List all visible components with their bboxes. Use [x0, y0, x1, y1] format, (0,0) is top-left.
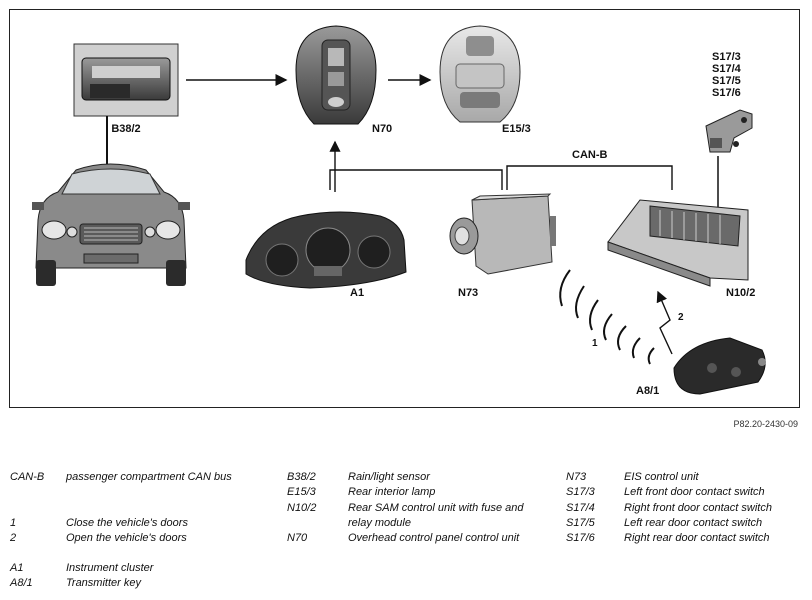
label-s17-6: S17/6 [712, 87, 741, 99]
legend-code: 2 [10, 532, 17, 544]
legend-desc: Right rear door contact switch [624, 532, 770, 544]
legend-code: S17/4 [566, 502, 595, 514]
label-s17-4: S17/4 [712, 63, 742, 75]
signal-waves [559, 269, 655, 365]
legend-desc: Open the vehicle's doors [66, 532, 187, 544]
legend-code: N73 [566, 471, 587, 483]
transmitter-key-image [673, 337, 766, 395]
legend-desc: Close the vehicle's doors [66, 517, 188, 529]
rear-interior-lamp-image [439, 25, 521, 123]
label-signal-1: 1 [592, 338, 598, 349]
rain-light-sensor-image [73, 43, 179, 117]
legend-code: CAN-B [10, 471, 45, 483]
label-can-b: CAN-B [572, 149, 607, 161]
legend-desc: Instrument cluster [66, 562, 154, 574]
rear-sam-control-unit-image [607, 199, 749, 287]
label-n73: N73 [458, 287, 478, 299]
overhead-control-panel-image [295, 25, 377, 125]
door-contact-switch-image [705, 109, 753, 153]
legend-desc: Overhead control panel control unit [348, 532, 520, 544]
eis-control-unit-image [449, 193, 556, 275]
instrument-cluster-image [245, 211, 407, 289]
legend-desc: Rain/light sensor [348, 471, 430, 483]
component-diagram: B38/2 N70 E15/3 S17/3 S17/ [32, 25, 766, 397]
legend-desc: passenger compartment CAN bus [66, 471, 232, 483]
legend-code: N10/2 [287, 502, 317, 514]
label-a8-1: A8/1 [636, 385, 659, 397]
legend-desc: Right front door contact switch [624, 502, 772, 514]
legend-code: S17/6 [566, 532, 595, 544]
legend-code: B38/2 [287, 471, 316, 483]
legend-code: A1 [10, 562, 24, 574]
label-n70: N70 [372, 123, 392, 135]
legend-desc: EIS control unit [624, 471, 699, 483]
legend-desc: Transmitter key [66, 577, 141, 589]
legend-code: N70 [287, 532, 308, 544]
legend-desc: Left front door contact switch [624, 486, 765, 498]
vehicle-image [32, 163, 190, 286]
legend-code: E15/3 [287, 486, 316, 498]
legend-code: S17/3 [566, 486, 595, 498]
legend: CAN-B passenger compartment CAN bus 1 Cl… [0, 470, 812, 600]
label-s17-3: S17/3 [712, 51, 741, 63]
legend-code: S17/5 [566, 517, 595, 529]
signal-2-line [656, 290, 673, 355]
diagram-frame: B38/2 N70 E15/3 S17/3 S17/ [9, 9, 800, 408]
label-e15-3: E15/3 [502, 123, 531, 135]
legend-desc: Left rear door contact switch [624, 517, 763, 529]
label-b38-2: B38/2 [111, 123, 140, 135]
can-b-bus [329, 140, 673, 192]
figure-reference: P82.20-2430-09 [733, 419, 798, 429]
label-a1: A1 [350, 287, 364, 299]
legend-desc: Rear SAM control unit with fuse and rela… [348, 502, 524, 529]
label-s17-5: S17/5 [712, 75, 741, 87]
label-signal-2: 2 [678, 312, 684, 323]
legend-code: A8/1 [10, 577, 33, 589]
legend-code: 1 [10, 517, 17, 529]
legend-desc: Rear interior lamp [348, 486, 436, 498]
label-n10-2: N10/2 [726, 287, 755, 299]
